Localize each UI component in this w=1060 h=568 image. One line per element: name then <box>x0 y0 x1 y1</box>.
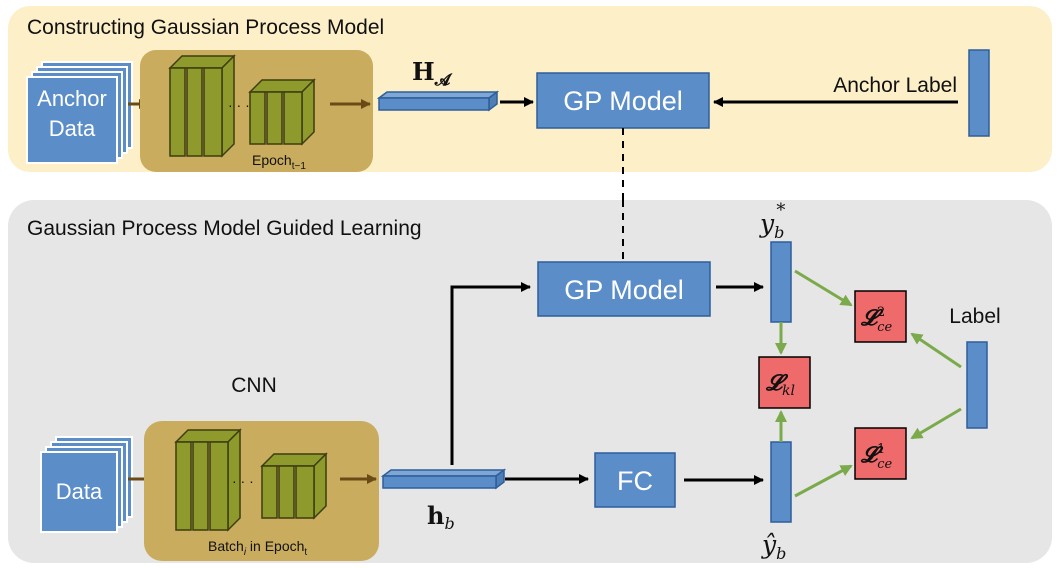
conv-layers-large <box>168 54 236 158</box>
gp-model-bottom-label: GP Model <box>564 275 684 305</box>
gp-model-top: GP Model <box>536 72 710 129</box>
data-stack: Data <box>40 436 133 533</box>
kl-loss-box: 𝓛kl <box>758 356 811 409</box>
cnn-prediction-vector <box>770 441 792 523</box>
anchor-data-label-line2: Data <box>49 116 96 141</box>
bottom-panel-title: Gaussian Process Model Guided Learning <box>27 217 422 240</box>
feature-vector-bottom <box>380 468 507 490</box>
arrow-left-icon <box>910 332 962 369</box>
gp-prediction-label: yb* <box>759 200 785 242</box>
gp-model-top-label: GP Model <box>563 86 683 116</box>
epoch-label: Epocht−1 <box>252 152 306 172</box>
conv-layers-small <box>260 452 328 520</box>
arrow-right-icon <box>794 464 853 498</box>
cnn-block-top: · · · Epocht−1 <box>140 50 373 172</box>
conv-layers-small <box>248 78 316 146</box>
layer-dots: · · · <box>232 473 254 489</box>
gp-model-bottom: GP Model <box>537 261 711 317</box>
branch-to-gp <box>450 282 531 465</box>
arrow-left-icon <box>910 407 962 440</box>
layer-dots: · · · <box>228 97 250 113</box>
conv-layers-large <box>174 428 242 532</box>
arrow-right-icon <box>794 269 853 307</box>
batch-epoch-label: Batchi in Epocht <box>208 538 307 558</box>
cnn-label: CNN <box>231 374 277 397</box>
cnn-prediction-label: ŷb <box>761 530 786 563</box>
feature-label-bottom: hb <box>427 501 455 533</box>
bottom-panel: Gaussian Process Model Guided Learning D… <box>8 200 1052 563</box>
fc-label: FC <box>617 466 653 496</box>
label-vector <box>966 341 988 429</box>
feature-label-top: H𝓐 <box>412 57 453 89</box>
anchor-label-text: Anchor Label <box>833 74 957 97</box>
gp-prediction-vector <box>770 241 792 323</box>
top-panel-title: Constructing Gaussian Process Model <box>27 16 384 39</box>
data-label: Data <box>56 479 103 504</box>
top-panel: Constructing Gaussian Process Model Anch… <box>8 6 1052 172</box>
anchor-data-stack: Anchor Data <box>26 61 133 164</box>
cnn-block-bottom: · · · Batchi in Epocht <box>144 421 379 561</box>
anchor-label-vector <box>968 49 990 137</box>
anchor-data-label-line1: Anchor <box>37 86 107 111</box>
label-text: Label <box>949 305 1000 328</box>
fc-layer: FC <box>594 452 676 508</box>
feature-vector-top <box>376 90 500 112</box>
